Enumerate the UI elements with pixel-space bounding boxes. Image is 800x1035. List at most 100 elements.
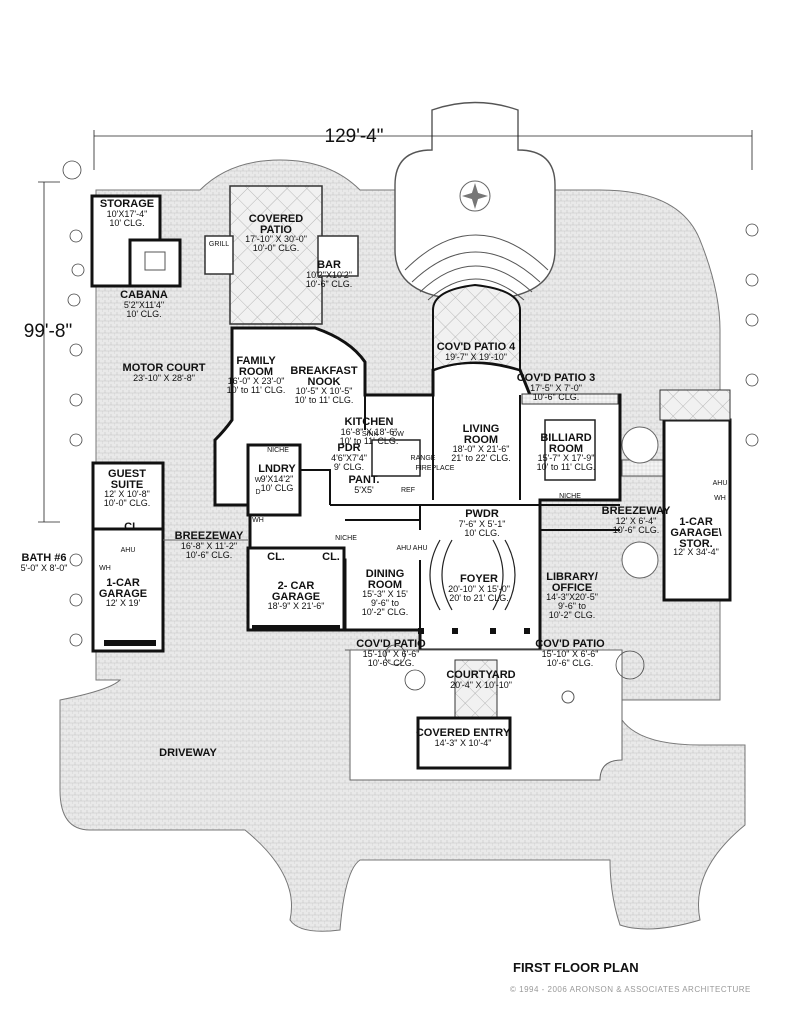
dining-room-name-0: DINING: [366, 568, 405, 580]
covered-entry-spec-1: 14'-3" X 10'-4": [435, 738, 492, 748]
storage-cabana-walls: [90, 194, 182, 288]
courtyard: [345, 649, 623, 781]
wh-label-garage: WH: [714, 495, 726, 502]
pdr-spec-1: 4'6"X7'4": [331, 453, 367, 463]
foyer-spec-1: 20'-10" X 15'-0": [448, 584, 510, 594]
wh-label-laundry: WH: [252, 517, 264, 524]
covd-patio-left-spec-2: 10'-6" CLG.: [368, 658, 414, 668]
closet-label-guest: CL.: [124, 521, 142, 533]
storage-spec-1: 10'X17'-4": [107, 209, 148, 219]
covd-patio-4-name-0: COV'D PATIO 4: [437, 341, 516, 353]
pwdr-spec-1: 7'-6" X 5'-1": [459, 519, 506, 529]
motor-court-spec-1: 23'-10" X 28'-8": [133, 373, 195, 383]
breakfast-nook-name-1: NOOK: [308, 376, 341, 388]
dining-room-name-1: ROOM: [368, 579, 402, 591]
bar-spec-1: 10'2"X10'2": [306, 270, 352, 280]
ahu-pair-label: AHU AHU: [396, 545, 427, 552]
grill-counter: [204, 235, 234, 275]
library-spec-2: 14'-3"X20'-5": [546, 592, 598, 602]
guest-suite-spec-3: 10'-0" CLG.: [104, 498, 150, 508]
garage-left-name-0: 1-CAR: [106, 577, 140, 589]
billiard-room-name-1: ROOM: [549, 443, 583, 455]
covd-patio-4-spec-1: 19'-7" X 19'-10": [445, 352, 507, 362]
covd-patio-3-spec-2: 10'-6" CLG.: [533, 392, 579, 402]
covd-patio-right-spec-2: 10'-6" CLG.: [547, 658, 593, 668]
garage-2car-name-1: GARAGE: [272, 591, 320, 603]
plan-title: FIRST FLOOR PLAN: [513, 960, 639, 975]
rosette-icon: [459, 180, 491, 212]
foyer-spec-2: 20' to 21' CLG.: [449, 593, 508, 603]
covd-patio-right-spec-1: 15'-10" X 6'-6": [542, 649, 599, 659]
ref-label: REF: [401, 487, 415, 494]
family-room-name-1: ROOM: [239, 366, 273, 378]
lndry-spec-2: 10' CLG: [261, 483, 294, 493]
foyer-name-0: FOYER: [460, 573, 498, 585]
sink-label: SINK: [362, 431, 379, 438]
niche-label-dining: NICHE: [335, 535, 357, 542]
breakfast-nook-spec-3: 10' to 11' CLG.: [295, 395, 354, 405]
depth-dimension: 99'-8": [24, 321, 72, 342]
ahu-label-bath: AHU: [121, 547, 136, 554]
covered-patio-name-1: PATIO: [260, 224, 292, 236]
width-dimension: 129'-4": [325, 126, 384, 147]
family-room-spec-2: 16'-0" X 23'-0": [228, 376, 285, 386]
right-wing-walls: [621, 389, 732, 602]
covered-patio-floor: [229, 185, 323, 325]
ahu-label-garage: AHU: [713, 480, 728, 487]
pdr-spec-2: 9' CLG.: [334, 462, 364, 472]
niche-label-laundry: NICHE: [267, 447, 289, 454]
library-spec-4: 10'-2" CLG.: [549, 610, 595, 620]
lndry-name-0: LNDRY: [258, 463, 296, 475]
billiard-room-spec-3: 10' to 11' CLG.: [537, 462, 596, 472]
pant-spec-1: 5'X5': [354, 485, 374, 495]
courtyard-name-0: COURTYARD: [446, 669, 515, 681]
covered-patio-spec-2: 17'-10" X 30'-0": [245, 234, 307, 244]
garage-door-left: [104, 640, 156, 646]
family-room-name-0: FAMILY: [236, 355, 276, 367]
courtyard-spec-1: 20'-4" X 10'-10": [450, 680, 512, 690]
dryer-label: D: [255, 489, 260, 496]
left-wing-walls: [91, 443, 346, 653]
cabana-name-0: CABANA: [120, 289, 168, 301]
garage-2car-spec-2: 18'-9" X 21'-6": [268, 601, 325, 611]
dining-room-spec-3: 9'-6" to: [371, 598, 399, 608]
storage-spec-2: 10' CLG.: [109, 218, 144, 228]
covd-patio-right-name-0: COV'D PATIO: [535, 638, 605, 650]
breezeway-right-spec-2: 10'-6" CLG.: [613, 525, 659, 535]
cabana-spec-1: 5'2"X11'4": [124, 300, 164, 310]
dining-room-spec-2: 15'-3" X 15': [362, 589, 408, 599]
niche-label-billiard: NICHE: [559, 493, 581, 500]
living-room-name-0: LIVING: [463, 423, 500, 435]
garage-left-spec-2: 12' X 19': [106, 598, 141, 608]
breezeway-left-name-0: BREEZEWAY: [175, 530, 244, 542]
billiard-room-name-0: BILLIARD: [540, 432, 591, 444]
wh-label-bath: WH: [99, 565, 111, 572]
lndry-spec-1: 9'X14'2": [261, 474, 294, 484]
garage-2car-name-0: 2- CAR: [278, 580, 315, 592]
main-house-walls: [213, 283, 622, 652]
garage-stor-spec-3: 12' X 34'-4": [673, 547, 719, 557]
washer-label: W: [255, 477, 262, 484]
garage-stor-name-0: 1-CAR: [679, 516, 713, 528]
bath6-name-0: BATH #6: [21, 552, 66, 564]
library-name-0: LIBRARY/: [546, 571, 598, 583]
guest-suite-name-0: GUEST: [108, 468, 146, 480]
bar-name-0: BAR: [317, 259, 341, 271]
family-room-spec-3: 10' to 11' CLG.: [227, 385, 286, 395]
garage-left-name-1: GARAGE: [99, 588, 147, 600]
fireplace-label: FIREPLACE: [416, 465, 455, 472]
kitchen-name-0: KITCHEN: [345, 416, 394, 428]
library-spec-3: 9'-6" to: [558, 601, 586, 611]
billiard-room-spec-2: 15'-7" X 17'-9": [538, 453, 595, 463]
bath6-spec-1: 5'-0" X 8'-0": [21, 563, 68, 573]
driveway-name-0: DRIVEWAY: [159, 747, 217, 759]
closet-label-garage-b: CL.: [322, 551, 340, 563]
guest-suite-spec-2: 12' X 10'-8": [104, 489, 150, 499]
pwdr-name-0: PWDR: [465, 508, 499, 520]
pwdr-spec-2: 10' CLG.: [464, 528, 499, 538]
dw-label: DW: [392, 431, 404, 438]
breakfast-nook-spec-2: 10'-5" X 10'-5": [296, 386, 353, 396]
bar-spec-2: 10'-6" CLG.: [306, 279, 352, 289]
